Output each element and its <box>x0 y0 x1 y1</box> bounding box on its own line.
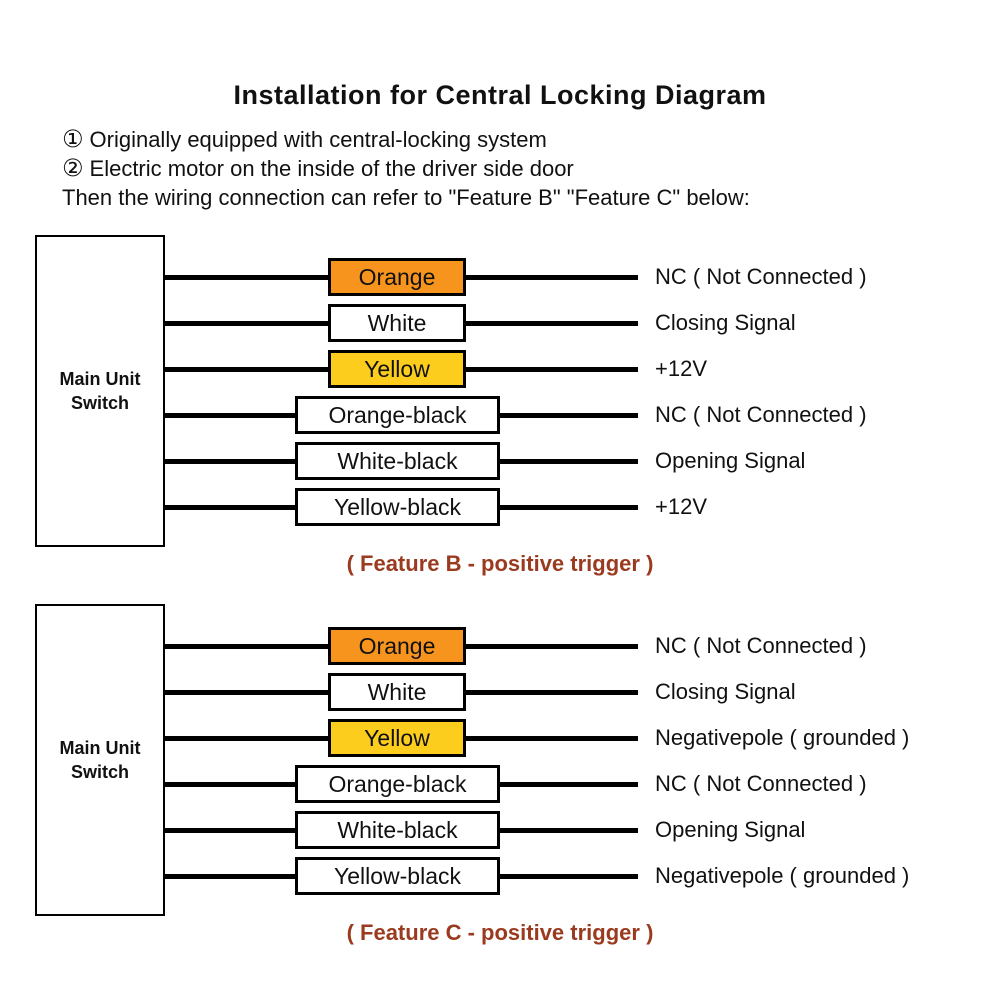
main-unit-switch-box: Main Unit Switch <box>35 235 165 547</box>
instruction-line-3: Then the wiring connection can refer to … <box>62 184 750 212</box>
wire-function-label: Closing Signal <box>655 310 796 335</box>
wire-tag-orange: Orange <box>328 258 466 296</box>
wire-function-label: NC ( Not Connected ) <box>655 633 867 658</box>
wire-function-label: Opening Signal <box>655 817 806 842</box>
wire-function-label: Closing Signal <box>655 679 796 704</box>
wire-tag-yellow-black: Yellow-black <box>295 857 500 895</box>
instruction-line-3-text: Then the wiring connection can refer to … <box>62 185 750 210</box>
wire-tag-white-black: White-black <box>295 442 500 480</box>
wire-tag-white: White <box>328 304 466 342</box>
wire-tag-orange: Orange <box>328 627 466 665</box>
instruction-line-2-text: Electric motor on the inside of the driv… <box>89 156 574 181</box>
wire-function-label: +12V <box>655 356 707 381</box>
feature-c-caption: ( Feature C - positive trigger ) <box>346 920 654 945</box>
main-unit-label-line1: Main Unit <box>59 369 141 389</box>
feature-b-caption: ( Feature B - positive trigger ) <box>346 551 654 576</box>
wire-tag-orange-black: Orange-black <box>295 765 500 803</box>
wire-function-label: NC ( Not Connected ) <box>655 402 867 427</box>
wire-tag-orange-black: Orange-black <box>295 396 500 434</box>
wire-function-label: +12V <box>655 494 707 519</box>
instruction-line-1-text: Originally equipped with central-locking… <box>89 127 547 152</box>
wire-tag-yellow: Yellow <box>328 719 466 757</box>
page-title: Installation for Central Locking Diagram <box>233 80 767 110</box>
feature-b-diagram: Main Unit Switch Orange White Yellow Ora… <box>0 235 1000 600</box>
wire-tag-yellow: Yellow <box>328 350 466 388</box>
wire-tag-white: White <box>328 673 466 711</box>
circled-two-icon: ② <box>62 155 84 182</box>
main-unit-label-line1: Main Unit <box>59 738 141 758</box>
wire-function-label: Opening Signal <box>655 448 806 473</box>
main-unit-label-line2: Switch <box>70 762 129 782</box>
wire-tag-yellow-black: Yellow-black <box>295 488 500 526</box>
wire-tag-white-black: White-black <box>295 811 500 849</box>
circled-one-icon: ① <box>62 126 84 153</box>
main-unit-label-line2: Switch <box>70 393 129 413</box>
feature-c-diagram: Main Unit Switch Orange White Yellow Ora… <box>0 604 1000 969</box>
wire-function-label: Negativepole ( grounded ) <box>655 863 910 888</box>
wire-function-label: NC ( Not Connected ) <box>655 264 867 289</box>
wire-function-label: Negativepole ( grounded ) <box>655 725 910 750</box>
wire-function-label: NC ( Not Connected ) <box>655 771 867 796</box>
main-unit-switch-box: Main Unit Switch <box>35 604 165 916</box>
